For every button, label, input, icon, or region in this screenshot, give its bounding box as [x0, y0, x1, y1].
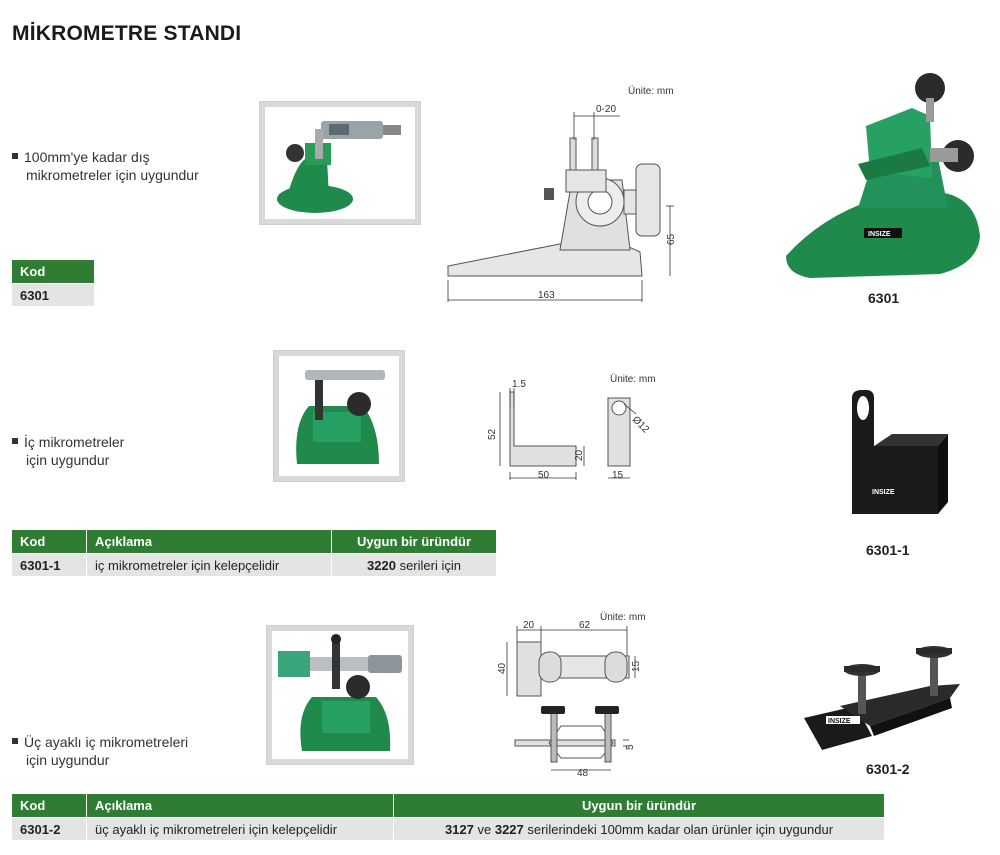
usage-photo-6301-2 — [266, 625, 414, 765]
product-caption-6301: 6301 — [868, 290, 900, 306]
kod-value: 6301 — [12, 283, 95, 306]
dim-40: 40 — [497, 662, 508, 674]
bullet-square-icon — [12, 438, 18, 445]
unit-label: Ünite: mm — [628, 85, 674, 97]
bullet-text-line2: için uygundur — [26, 752, 110, 768]
series-number: 3220 — [367, 557, 396, 573]
series-text: serileri için — [395, 557, 461, 573]
bullet-text-line1: İç mikrometreler — [24, 434, 125, 450]
dim-20: 20 — [523, 620, 535, 631]
cell-uygun: 3127 ve 3227 serilerindeki 100mm kadar o… — [393, 817, 885, 840]
feature-bullet-3: Üç ayaklı iç mikrometreleri için uygundu… — [12, 733, 188, 769]
series-text: serilerindeki 100mm kadar olan ürünler i… — [523, 821, 834, 837]
usage-photo-6301 — [259, 101, 421, 225]
dim-48: 48 — [577, 768, 589, 778]
bullet-square-icon — [12, 738, 18, 745]
brand-logo: INSIZE — [828, 718, 851, 725]
header-aciklama: Açıklama — [86, 794, 394, 818]
bullet-text-line1: Üç ayaklı iç mikrometreleri — [24, 734, 189, 750]
cell-kod: 6301-1 — [12, 553, 87, 576]
cell-kod: 6301-2 — [12, 817, 87, 840]
dim-62: 62 — [579, 620, 591, 631]
code-table-6301: Kod 6301 — [12, 260, 95, 306]
bullet-square-icon — [12, 153, 18, 160]
product-image-6301-2: INSIZE — [804, 646, 960, 750]
feature-bullet-2: İç mikrometreler için uygundur — [12, 433, 124, 469]
page-title: MİKROMETRE STANDI — [12, 22, 242, 45]
dim-height: 52 — [487, 428, 498, 440]
kod-header: Kod — [12, 260, 95, 284]
dim-15: 15 — [631, 660, 642, 672]
spec-table-6301-2: Kod Açıklama Uygun bir üründür 6301-2 üç… — [12, 794, 885, 840]
dim-height: 65 — [666, 233, 677, 245]
series-joiner: ve — [473, 821, 495, 837]
header-uygun: Uygun bir üründür — [331, 530, 497, 554]
product-caption-6301-2: 6301-2 — [866, 761, 910, 777]
series-number-2: 3227 — [494, 821, 524, 837]
cell-aciklama: üç ayaklı iç mikrometreleri için kelepçe… — [86, 817, 394, 840]
unit-label: Ünite: mm — [610, 373, 656, 385]
product-caption-6301-1: 6301-1 — [866, 542, 910, 558]
technical-drawing-6301: Ünite: mm 0-20 65 163 — [447, 85, 677, 302]
technical-drawing-6301-2: Ünite: mm 20 62 40 15 5 48 — [497, 611, 646, 778]
dim-depth: 15 — [612, 470, 624, 481]
dim-top: 0-20 — [596, 104, 616, 115]
product-image-6301-1: INSIZE — [852, 390, 948, 514]
bullet-text-line2: mikrometreler için uygundur — [26, 167, 199, 183]
header-kod: Kod — [12, 794, 87, 818]
technical-drawing-6301-1: Ünite: mm 1.5 52 50 20 Ø12 15 — [487, 373, 656, 481]
cell-uygun: 3220 serileri için — [331, 553, 497, 576]
feature-bullet-1: 100mm'ye kadar dış mikrometreler için uy… — [12, 148, 199, 184]
dim-5: 5 — [625, 744, 636, 750]
unit-label: Ünite: mm — [600, 611, 646, 623]
brand-logo: INSIZE — [872, 489, 895, 496]
bullet-text-line1: 100mm'ye kadar dış — [24, 149, 150, 165]
series-number-1: 3127 — [444, 821, 474, 837]
dim-small-h: 20 — [574, 449, 585, 461]
bullet-text-line2: için uygundur — [26, 452, 110, 468]
product-image-6301: INSIZE — [786, 73, 980, 278]
brand-logo: INSIZE — [868, 231, 891, 238]
header-uygun: Uygun bir üründür — [393, 794, 885, 818]
dim-width: 50 — [538, 470, 550, 481]
cell-aciklama: iç mikrometreler için kelepçelidir — [86, 553, 332, 576]
dim-hole: Ø12 — [630, 414, 651, 435]
header-aciklama: Açıklama — [86, 530, 332, 554]
usage-photo-6301-1 — [273, 350, 405, 482]
dim-thickness: 1.5 — [512, 379, 526, 390]
spec-table-6301-1: Kod Açıklama Uygun bir üründür 6301-1 iç… — [12, 530, 497, 576]
dim-width: 163 — [538, 290, 555, 301]
header-kod: Kod — [12, 530, 87, 554]
